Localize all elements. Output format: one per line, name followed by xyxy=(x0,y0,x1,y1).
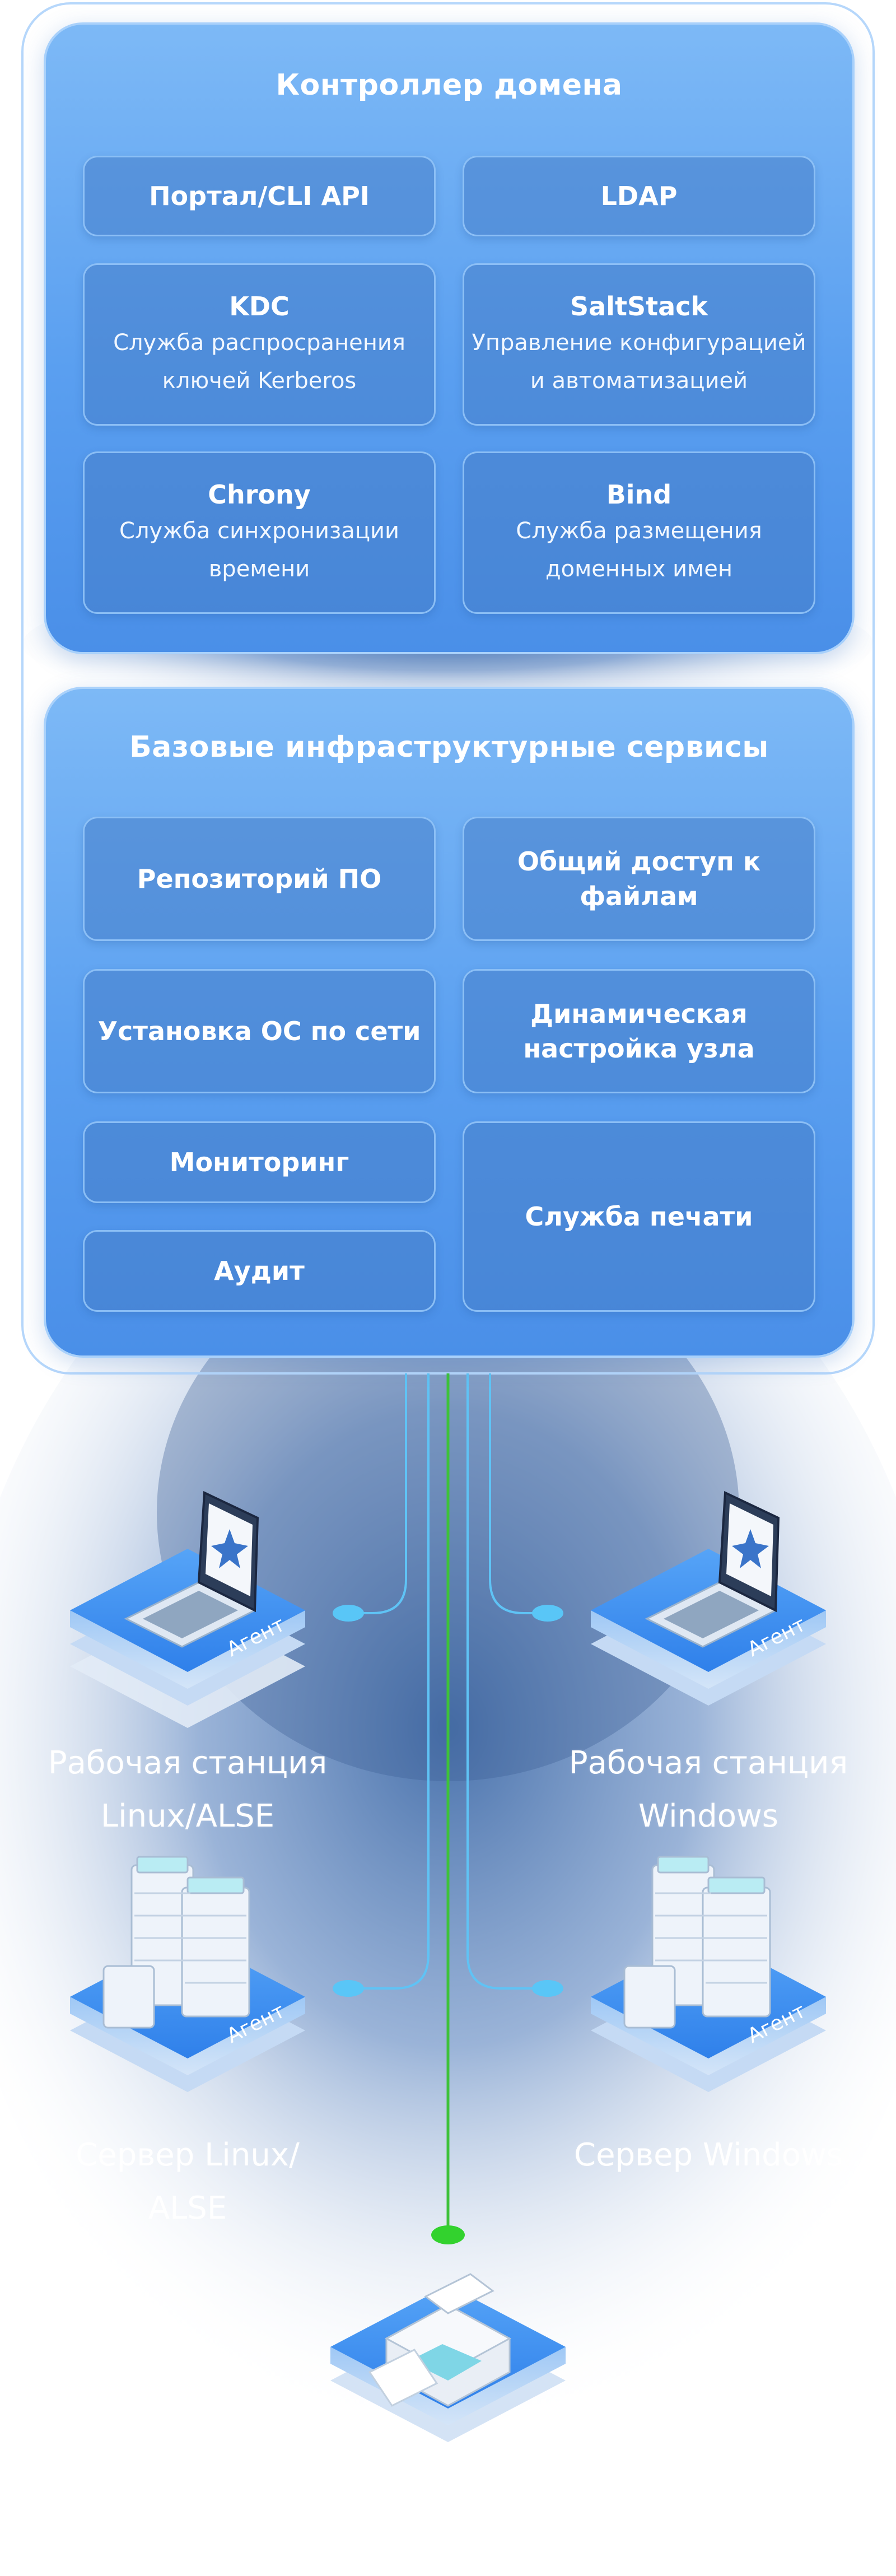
card-file-sharing: Общий доступ к файлам xyxy=(463,817,815,941)
laptop-icon xyxy=(645,1490,780,1648)
domain-controller-title: Контроллер домена xyxy=(276,68,623,102)
card-bind: Bind Служба размещения доменных имен xyxy=(463,451,815,614)
card-network-os-install: Установка ОС по сети xyxy=(83,969,436,1093)
card-portal-cli-api: Портал/CLI API xyxy=(83,156,436,236)
card-dynamic-host-config: Динамическая настройка узла xyxy=(463,969,815,1093)
card-title: Служба печати xyxy=(525,1201,753,1232)
card-title: Аудит xyxy=(214,1255,305,1286)
connectors xyxy=(353,1373,543,1990)
workstation-windows-label: Рабочая станция Windows xyxy=(568,1745,848,1835)
endpoint-dot xyxy=(333,1605,364,1622)
endpoint-dot xyxy=(532,1605,563,1622)
card-saltstack: SaltStack Управление конфигурацией и авт… xyxy=(463,263,815,426)
workstation-linux-label: Рабочая станция Linux/ALSE xyxy=(48,1745,328,1835)
printer-node xyxy=(330,2273,566,2442)
card-ldap: LDAP xyxy=(463,156,815,236)
base-services-panel: Базовые инфраструктурные сервисы Репозит… xyxy=(44,687,855,1358)
server-rack-icon xyxy=(623,1856,771,2029)
base-services-title: Базовые инфраструктурные сервисы xyxy=(129,730,769,764)
domain-controller-panel: Контроллер домена Портал/CLI API LDAP KD… xyxy=(44,22,855,654)
card-title: Установка ОС по сети xyxy=(97,1016,421,1046)
connector-server-linux xyxy=(353,1373,430,1990)
card-chrony: Chrony Служба синхронизации времени xyxy=(83,451,436,614)
card-subtitle: Управление конфигурацией и автоматизацие… xyxy=(472,330,806,394)
card-title: Динамическая настройка узла xyxy=(523,998,755,1064)
server-windows-node: Агент xyxy=(591,1856,826,2092)
card-software-repository: Репозиторий ПО xyxy=(83,817,436,941)
endpoint-dot xyxy=(532,1980,563,1997)
card-monitoring: Мониторинг xyxy=(83,1121,436,1203)
workstation-linux-node: Агент xyxy=(70,1490,305,1728)
card-kdc: KDC Служба распросранения ключей Kerbero… xyxy=(83,263,436,426)
server-rack-icon xyxy=(102,1856,250,2029)
server-windows-label: Сервер Windows xyxy=(574,2137,843,2173)
card-title: Bind xyxy=(606,479,672,510)
endpoint-dot xyxy=(333,1980,364,1997)
card-print-service: Служба печати xyxy=(463,1121,815,1312)
connector-server-windows xyxy=(466,1373,543,1990)
card-title: Chrony xyxy=(208,479,311,510)
server-linux-node: Агент xyxy=(70,1856,305,2092)
printer-endpoint-dot xyxy=(431,2225,465,2244)
printer-icon xyxy=(368,2273,512,2407)
card-title: KDC xyxy=(229,291,290,322)
card-subtitle: Служба размещения доменных имен xyxy=(516,518,762,583)
server-linux-label: Сервер Linux/ ALSE xyxy=(76,2137,300,2227)
connector-workstation-windows xyxy=(489,1373,543,1614)
card-subtitle: Служба синхронизации времени xyxy=(119,518,399,583)
card-title: Репозиторий ПО xyxy=(137,863,382,894)
card-title: SaltStack xyxy=(570,291,708,322)
card-audit: Аудит xyxy=(83,1230,436,1312)
card-title: Общий доступ к файлам xyxy=(517,846,761,911)
card-subtitle: Служба распросранения ключей Kerberos xyxy=(113,330,405,394)
card-title: Портал/CLI API xyxy=(149,180,370,211)
laptop-icon xyxy=(124,1490,259,1648)
connector-workstation-linux xyxy=(353,1373,407,1614)
workstation-windows-node: Агент xyxy=(591,1490,826,1706)
card-title: Мониторинг xyxy=(169,1147,349,1177)
card-title: LDAP xyxy=(600,180,678,211)
